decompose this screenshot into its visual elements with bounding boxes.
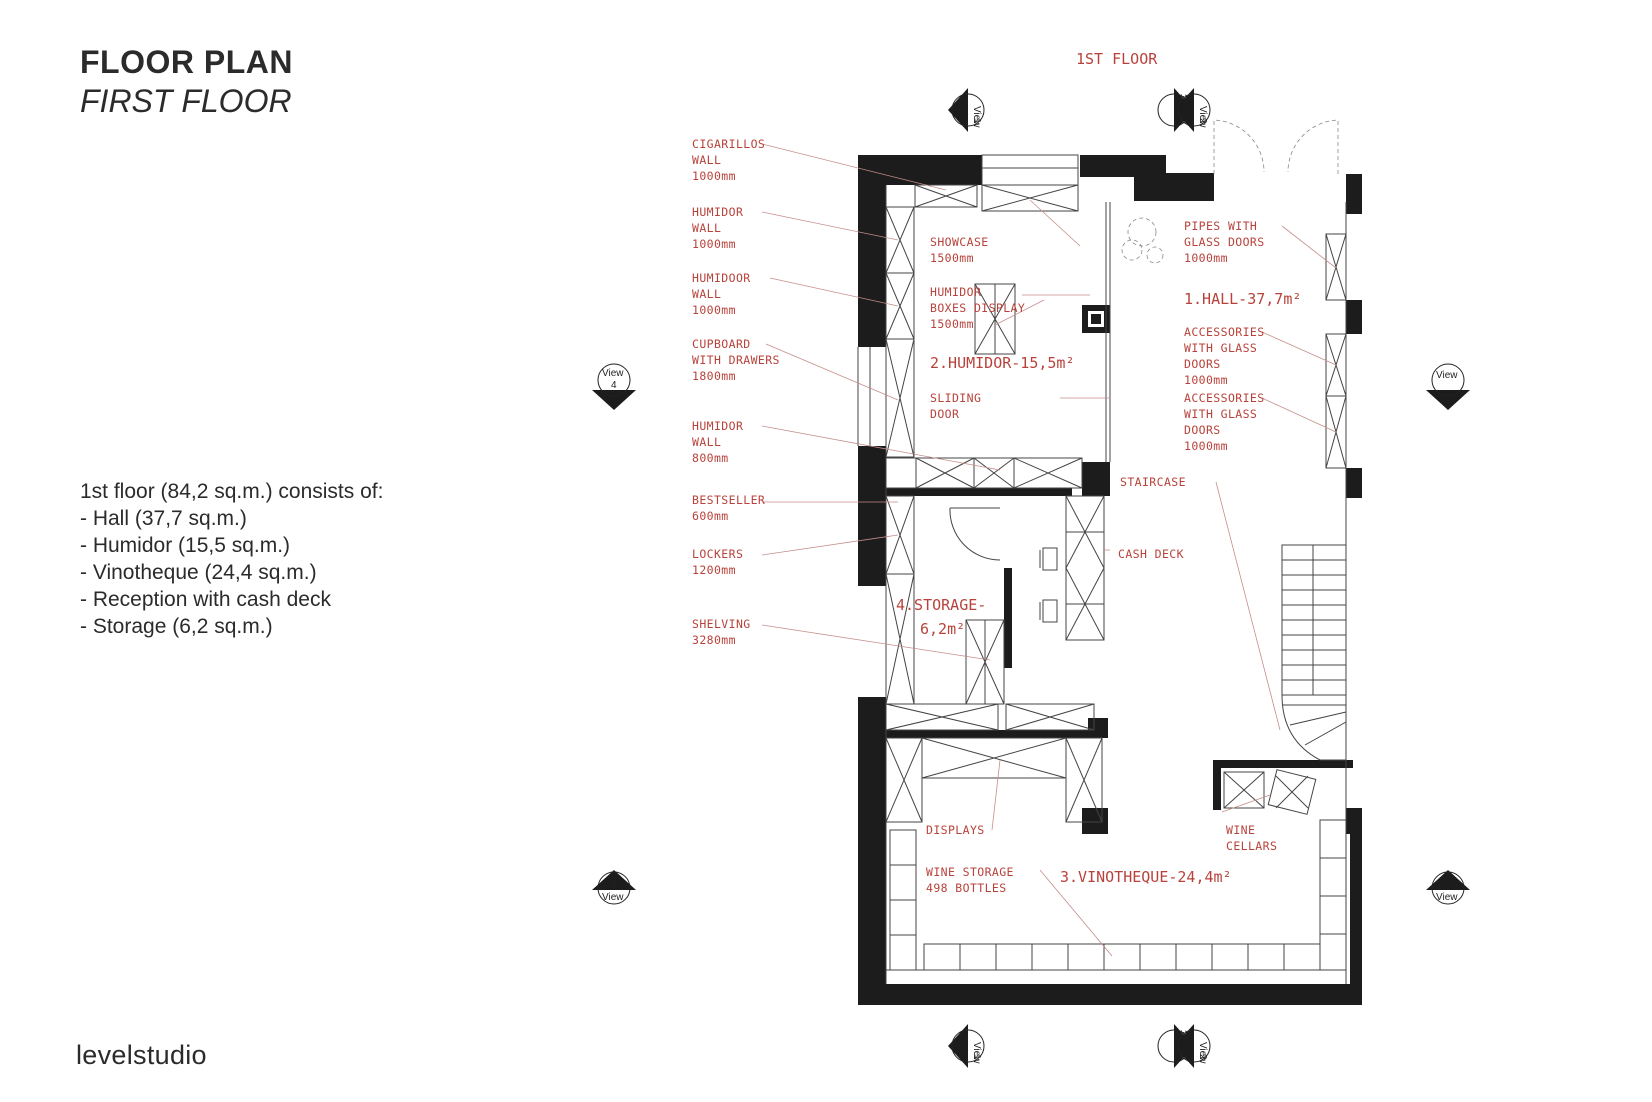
- room-humidor: 2.HUMIDOR-15,5m²: [930, 354, 1075, 372]
- summary-line: - Humidor (15,5 sq.m.): [80, 534, 291, 557]
- view-marker-right-top: View: [1426, 363, 1470, 410]
- svg-text:2: 2: [1197, 1054, 1208, 1060]
- svg-text:3: 3: [1177, 1030, 1188, 1036]
- label-wine-cellars: WINE CELLARS: [1226, 823, 1277, 853]
- label-displays: DISPLAYS: [926, 823, 985, 837]
- label-humidor-boxes: HUMIDOR BOXES DISPLAY 1500mm: [930, 285, 1033, 331]
- label-showcase: SHOWCASE 1500mm: [930, 235, 996, 265]
- view-marker-1-top: View 1: [948, 88, 985, 132]
- svg-text:5: 5: [611, 880, 617, 891]
- svg-text:2: 2: [1197, 118, 1208, 124]
- label-cash-deck: CASH DECK: [1118, 547, 1184, 561]
- leader-lines: [761, 143, 1337, 957]
- label-shelving: SHELVING 3280mm: [692, 617, 758, 647]
- view-marker-1-bottom: View 1: [948, 1024, 985, 1068]
- summary-line: - Hall (37,7 sq.m.): [80, 507, 247, 530]
- svg-text:View: View: [1436, 370, 1458, 381]
- page-title: FLOOR PLAN: [80, 44, 293, 80]
- svg-text:View: View: [602, 368, 624, 379]
- summary-line: - Vinotheque (24,4 sq.m.): [80, 561, 317, 584]
- label-accessories-1: ACCESSORIES WITH GLASS DOORS 1000mm: [1184, 325, 1272, 387]
- label-humidor-wall-2: HUMIDOR WALL 800mm: [692, 419, 751, 465]
- label-humidor-wall-1: HUMIDOR WALL 1000mm: [692, 205, 751, 251]
- svg-text:View: View: [971, 106, 982, 128]
- label-wine-storage: WINE STORAGE 498 BOTTLES: [926, 865, 1021, 895]
- room-hall: 1.HALL-37,7m²: [1184, 290, 1301, 308]
- floor-label: 1ST FLOOR: [1076, 50, 1158, 68]
- room-vinotheque: 3.VINOTHEQUE-24,4m²: [1060, 868, 1232, 886]
- view-marker-2-bottom: View 2: [1174, 1024, 1211, 1068]
- label-accessories-2: ACCESSORIES WITH GLASS DOORS 1000mm: [1184, 391, 1272, 453]
- floor-summary: 1st floor (84,2 sq.m.) consists of: - Ha…: [80, 478, 383, 640]
- label-cigarillos-wall: CIGARILLOS WALL 1000mm: [692, 137, 773, 183]
- svg-text:View: View: [971, 1042, 982, 1064]
- entrance-doors: [1121, 119, 1339, 264]
- view-marker-4-left: View 4: [592, 363, 636, 410]
- svg-text:4: 4: [611, 380, 617, 391]
- left-labels: CIGARILLOS WALL 1000mm HUMIDOR WALL 1000…: [692, 137, 787, 647]
- summary-line: 1st floor (84,2 sq.m.) consists of:: [80, 480, 384, 503]
- svg-text:View: View: [602, 892, 624, 903]
- svg-text:1: 1: [971, 118, 982, 124]
- svg-text:3: 3: [1177, 94, 1188, 100]
- label-sliding-door: SLIDING DOOR: [930, 391, 989, 421]
- label-humidoor-wall: HUMIDOOR WALL 1000mm: [692, 271, 758, 317]
- summary-line: - Storage (6,2 sq.m.): [80, 615, 273, 638]
- view-marker-5-left: 5 View: [592, 870, 636, 905]
- label-staircase: STAIRCASE: [1120, 475, 1186, 489]
- room-storage-area: 6,2m²: [920, 620, 965, 638]
- svg-text:View: View: [1197, 1042, 1208, 1064]
- svg-text:View: View: [1436, 892, 1458, 903]
- walls: [858, 155, 1362, 1005]
- page-subtitle: FIRST FLOOR: [80, 83, 292, 119]
- view-marker-2-top: View 2: [1174, 88, 1211, 132]
- label-cupboard: CUPBOARD WITH DRAWERS 1800mm: [692, 337, 787, 383]
- label-pipes: PIPES WITH GLASS DOORS 1000mm: [1184, 219, 1272, 265]
- view-markers: View 1 View 3 View 2 View 4 5 View: [592, 88, 1470, 1068]
- label-bestseller: BESTSELLER 600mm: [692, 493, 773, 523]
- room-storage: 4.STORAGE-: [896, 596, 986, 614]
- label-lockers: LOCKERS 1200mm: [692, 547, 751, 577]
- furniture-lines: [857, 154, 1347, 984]
- summary-line: - Reception with cash deck: [80, 588, 331, 611]
- room-labels: 1.HALL-37,7m² 2.HUMIDOR-15,5m² 4.STORAGE…: [896, 290, 1301, 886]
- title-block: FLOOR PLAN FIRST FLOOR: [80, 44, 293, 120]
- svg-text:View: View: [1197, 106, 1208, 128]
- brand-logo: levelstudio: [76, 1040, 207, 1070]
- svg-text:1: 1: [971, 1054, 982, 1060]
- inner-labels: SHOWCASE 1500mm HUMIDOR BOXES DISPLAY 15…: [926, 219, 1277, 895]
- view-marker-right-bottom: View: [1426, 870, 1470, 905]
